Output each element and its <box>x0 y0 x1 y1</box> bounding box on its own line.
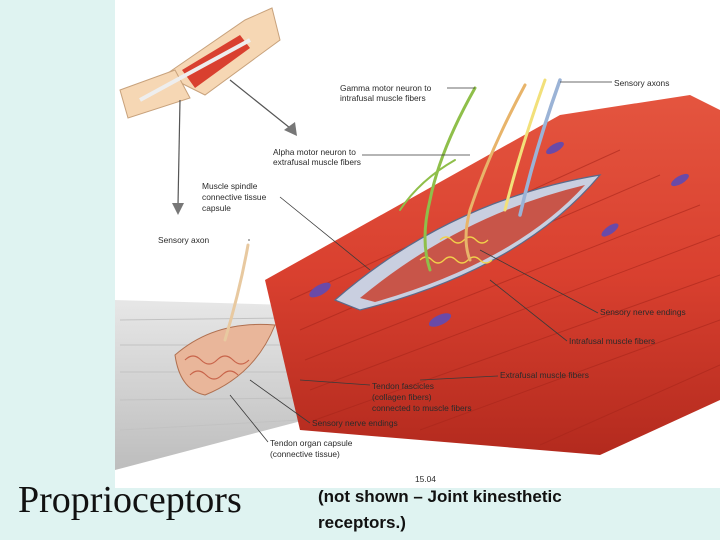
slide-note: (not shown – Joint kinesthetic receptors… <box>318 487 562 532</box>
label-alpha-1: Alpha motor neuron to <box>273 147 356 157</box>
slide-title: Proprioceptors <box>18 479 242 521</box>
tendon-fascicle-line <box>119 397 301 401</box>
muscle <box>265 95 720 455</box>
muscle-nucleus <box>309 282 331 298</box>
alpha-motor-neuron <box>464 83 527 262</box>
label-tendon-1: Tendon fascicles <box>372 381 434 391</box>
label-sensory-axons: Sensory axons <box>614 78 669 88</box>
leader-sensory-endings-bottom <box>249 379 311 424</box>
zoom-arrowhead-2 <box>284 122 297 136</box>
label-sensory-endings-bottom: Sensory nerve endings <box>312 418 398 428</box>
arm-bone <box>139 38 251 102</box>
label-organ-2: (connective tissue) <box>270 449 340 459</box>
muscle-nucleus <box>671 173 689 187</box>
label-spindle-3: capsule <box>202 203 231 213</box>
label-sensory-endings-right: Sensory nerve endings <box>600 307 686 317</box>
tendon-organ-sensory-axon <box>223 243 250 342</box>
label-extrafusal: Extrafusal muscle fibers <box>500 370 589 380</box>
gamma-motor-neuron-branch <box>399 159 456 211</box>
zoom-arrows <box>172 79 297 215</box>
label-organ-1: Tendon organ capsule <box>270 438 353 448</box>
label-tendon-2: (collagen fibers) <box>372 392 432 402</box>
spindle-sensory-endings <box>419 256 493 264</box>
leader-tendon <box>299 379 371 386</box>
nerves <box>223 78 562 342</box>
label-tendon-3: connected to muscle fibers <box>372 403 472 413</box>
label-intrafusal: Intrafusal muscle fibers <box>569 336 655 346</box>
tendon-organ-endings <box>184 355 250 380</box>
muscle-nucleus <box>601 223 619 237</box>
label-sensory-axon: Sensory axon <box>158 235 210 245</box>
label-spindle-2: connective tissue <box>202 192 267 202</box>
leader-sensory-endings-right <box>479 249 599 314</box>
sensory-axon-ia <box>503 78 547 212</box>
zoom-arrow-line-1 <box>177 99 181 206</box>
intrafusal-fibers <box>360 185 585 302</box>
muscle-nucleus <box>428 313 452 327</box>
tendon-fascicle-line <box>119 419 301 431</box>
leader-lines <box>229 81 612 443</box>
zoom-arrowhead-1 <box>172 203 184 215</box>
label-alpha-2: extrafusal muscle fibers <box>273 157 361 167</box>
label-spindle-1: Muscle spindle <box>202 181 258 191</box>
label-gamma-1: Gamma motor neuron to <box>340 83 432 93</box>
tendon <box>115 300 305 470</box>
label-gamma-2: intrafusal muscle fibers <box>340 93 426 103</box>
diagram-labels: Gamma motor neuron to intrafusal muscle … <box>158 78 686 484</box>
leader-organ <box>229 394 269 443</box>
muscle-nucleus <box>546 141 564 155</box>
sensory-axon-ii <box>518 78 562 217</box>
zoom-arrow-line-2 <box>229 79 291 129</box>
gamma-motor-neuron <box>423 86 477 272</box>
leader-extrafusal <box>419 375 499 381</box>
arm-inset <box>119 7 281 119</box>
leader-intrafusal <box>489 279 568 342</box>
tendon-fascicle-line <box>119 317 291 321</box>
muscle-body <box>265 95 720 455</box>
leader-spindle <box>279 196 371 271</box>
spindle-sensory-endings <box>439 236 489 244</box>
figure-number: 15.04 <box>415 474 436 484</box>
tendon-organ-capsule <box>174 323 276 396</box>
